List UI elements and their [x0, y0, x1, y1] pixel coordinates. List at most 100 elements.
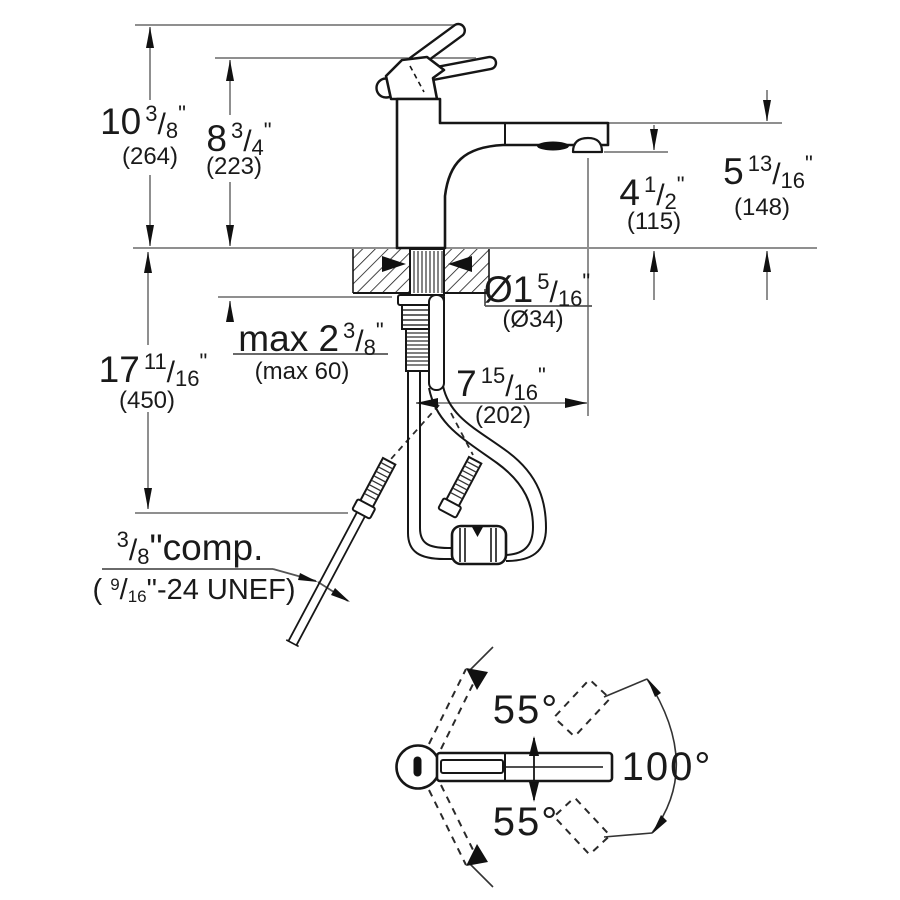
- faucet-handle-dome: [384, 55, 446, 101]
- faucet-side-view: [375, 22, 610, 250]
- dim-spout-top-metric: (148): [733, 194, 791, 221]
- dim-whole: max 2: [238, 318, 340, 359]
- dim-whole: 17: [98, 349, 140, 390]
- inch-mark: ": [375, 318, 384, 343]
- spray-outlet: [571, 136, 604, 154]
- frac-den: 16: [780, 168, 806, 193]
- inch-mark: ": [676, 172, 685, 197]
- swivel-angle-total: 100°: [621, 745, 713, 789]
- base-slot: [413, 756, 422, 777]
- supply-hose-2: [437, 455, 483, 519]
- frac-num: 3: [230, 118, 244, 143]
- hose-weight: [450, 524, 508, 566]
- faucet-top-view: [395, 646, 678, 888]
- frac-slash: /: [656, 179, 665, 212]
- dim-spout-reach-metric: (202): [474, 402, 532, 429]
- dim-total-height-metric: (264): [121, 143, 179, 170]
- inch-mark: ": [805, 151, 813, 176]
- comp-leader-arrow-2: [331, 588, 350, 602]
- dim-whole: Ø1: [483, 269, 534, 310]
- thread-suffix: "-24 UNEF): [146, 574, 296, 606]
- swivel-angle-upper: 55°: [492, 688, 560, 732]
- compression-nut: [351, 498, 376, 520]
- dim-max-counter-metric: (max 60): [254, 358, 350, 385]
- frac-den: 8: [165, 118, 179, 143]
- swivel-indicator-arrows: [529, 736, 539, 802]
- pullout-hose-loop: [407, 372, 548, 562]
- frac-slash: /: [166, 356, 176, 389]
- swivel-position-dashed: [428, 668, 611, 866]
- faucet-body-spout: [395, 97, 610, 250]
- compression-nut: [437, 497, 462, 519]
- hidden-supply-leaders: [390, 404, 474, 460]
- connection-suffix: "comp.: [149, 527, 264, 568]
- frac-num: 15: [480, 363, 506, 388]
- supply-hose-1: [285, 456, 397, 648]
- aerator-slot: [537, 141, 569, 151]
- clamp-arrow-left: [382, 256, 406, 272]
- dim-handle-height-metric: (223): [205, 153, 263, 180]
- dim-whole: 5: [723, 151, 744, 192]
- thread-prefix: (: [92, 574, 111, 606]
- clamp-arrow-right: [448, 256, 472, 272]
- frac-slash: /: [772, 158, 781, 191]
- hose-guide-tube: [428, 294, 445, 391]
- frac-den: 2: [664, 189, 677, 214]
- comp-leader-arrow-1: [298, 573, 318, 582]
- frac-den: 4: [251, 135, 264, 160]
- supply-thread-label: ( 9/16"-24 UNEF): [92, 574, 296, 606]
- dim-whole: 10: [100, 101, 142, 142]
- counter-hatch: [352, 249, 490, 294]
- frac-num: 13: [747, 151, 773, 176]
- frac-den: 8: [137, 544, 150, 569]
- frac-slash: /: [119, 574, 128, 606]
- frac-den: 16: [175, 366, 200, 391]
- dim-hole-diameter-metric: (Ø34): [502, 306, 564, 333]
- frac-num: 9: [110, 575, 120, 594]
- frac-den: 16: [127, 587, 147, 606]
- dim-whole: 8: [206, 118, 227, 159]
- frac-num: 3: [116, 527, 129, 552]
- dim-whole: 7: [456, 363, 477, 404]
- dim-spout-underside-metric: (115): [626, 208, 682, 235]
- inch-mark: ": [582, 269, 591, 294]
- frac-num: 1: [643, 172, 657, 197]
- threaded-shank: [405, 328, 431, 372]
- extension-lines: [133, 24, 817, 514]
- frac-slash: /: [128, 534, 138, 567]
- inch-mark: ": [538, 363, 546, 388]
- dim-hose-drop-metric: (450): [118, 387, 176, 414]
- frac-slash: /: [243, 125, 252, 158]
- lever-top-outline: [440, 759, 504, 774]
- frac-slash: /: [549, 276, 558, 309]
- frac-num: 3: [343, 318, 356, 343]
- frac-num: 11: [143, 349, 167, 374]
- dim-whole: 4: [619, 172, 640, 213]
- frac-den: 16: [513, 380, 539, 405]
- mounting-shank: [397, 248, 445, 391]
- frac-slash: /: [157, 108, 166, 141]
- inch-mark: ": [178, 101, 186, 126]
- frac-den: 8: [363, 335, 376, 360]
- inch-mark: ": [199, 349, 208, 374]
- supply-connection-label: 3/8"comp.: [116, 527, 264, 569]
- frac-slash: /: [505, 370, 514, 403]
- inch-mark: ": [263, 118, 272, 143]
- angle-arc-arrows: [466, 668, 667, 866]
- frac-num: 3: [145, 101, 158, 126]
- dimension-arrows: [144, 27, 771, 602]
- frac-den: 16: [557, 286, 583, 311]
- frac-num: 5: [537, 269, 550, 294]
- faucet-lever-forward: [429, 55, 498, 82]
- frac-slash: /: [355, 325, 364, 358]
